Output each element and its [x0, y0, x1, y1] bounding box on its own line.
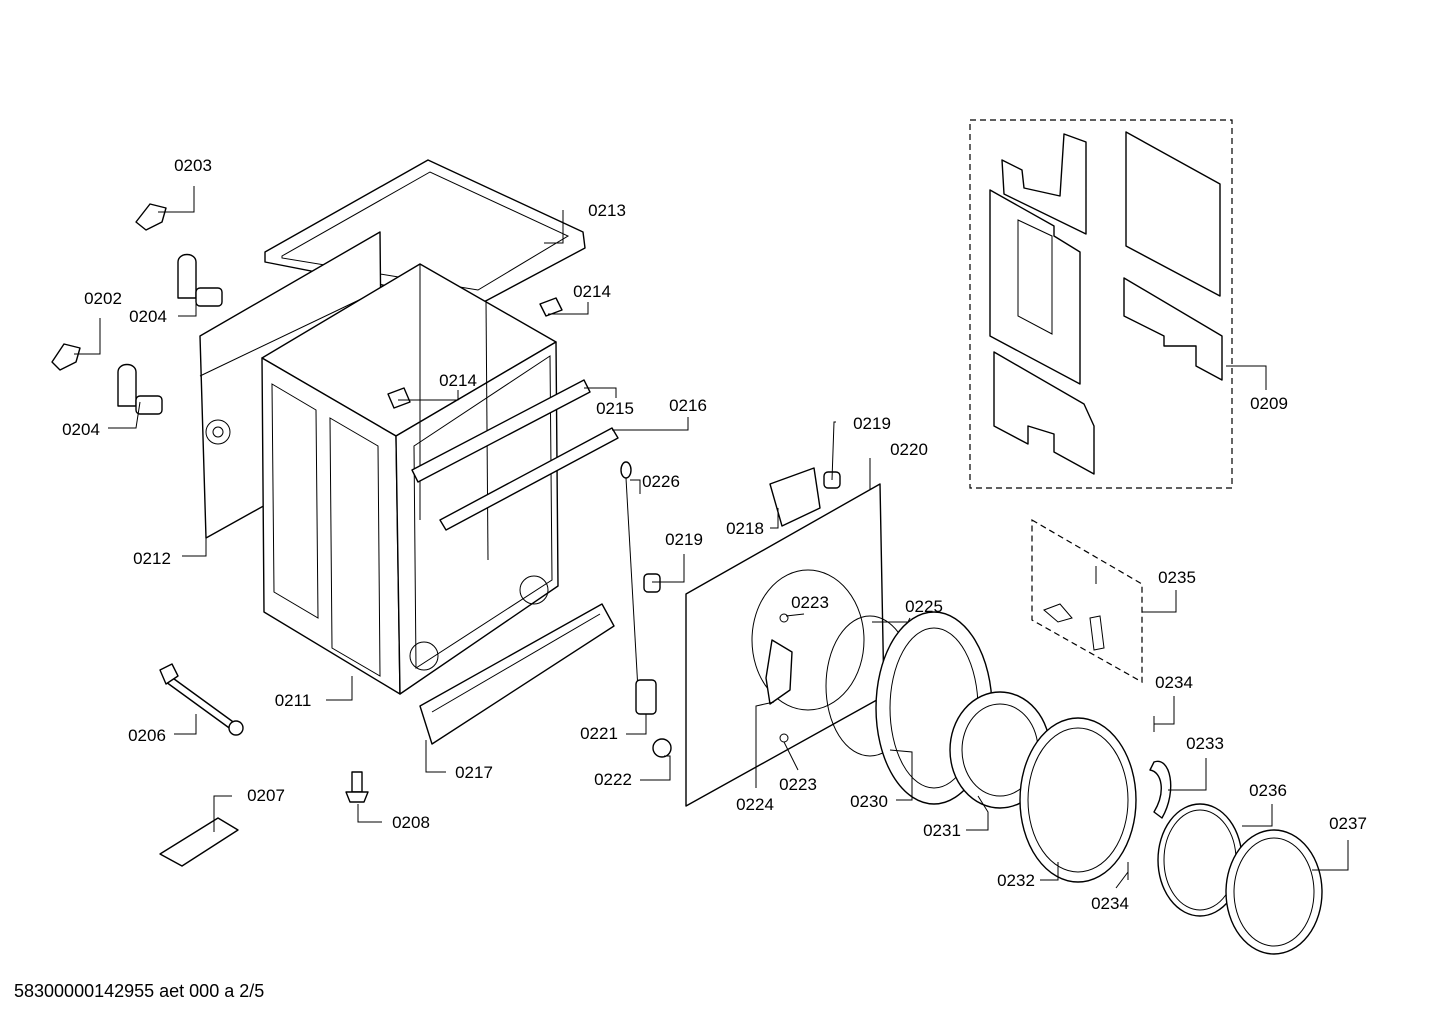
callout-0207: 0207: [247, 786, 285, 805]
part-0208-bolt[interactable]: [345, 771, 369, 803]
part-0222-cap[interactable]: [652, 738, 672, 758]
callout-0231: 0231: [923, 821, 961, 840]
callout-0223: 0223: [779, 775, 817, 794]
part-0221-hinge[interactable]: [635, 679, 657, 715]
part-0216-rail[interactable]: [439, 427, 619, 531]
callout-0232: 0232: [997, 871, 1035, 890]
part-0206-wrench[interactable]: [159, 663, 244, 736]
part-0220-front-panel[interactable]: [685, 483, 885, 807]
part-0214-bracket-inner[interactable]: [387, 387, 411, 409]
part-0217-kick-panel[interactable]: [419, 603, 615, 745]
callout-0219: 0219: [665, 530, 703, 549]
callout-0213: 0213: [588, 201, 626, 220]
callout-0233: 0233: [1186, 734, 1224, 753]
part-0226-rod[interactable]: [620, 461, 639, 691]
callout-0211: 0211: [274, 691, 312, 710]
part-0203-clip[interactable]: [135, 203, 167, 231]
part-0237-ring[interactable]: [1225, 829, 1323, 955]
callout-0202: 0202: [84, 289, 122, 308]
part-0219-latch-lower[interactable]: [643, 573, 661, 593]
part-0233-handle[interactable]: [1149, 760, 1172, 819]
callout-0214: 0214: [439, 371, 477, 390]
drawing-reference: 58300000142955 aet 000 a 2/5: [14, 981, 265, 1001]
callout-0234: 0234: [1155, 673, 1193, 692]
callout-0203: 0203: [174, 156, 212, 175]
callout-0218: 0218: [726, 519, 764, 538]
callout-0212: 0212: [133, 549, 171, 568]
callout-0204: 0204: [129, 307, 167, 326]
callout-0221: 0221: [580, 724, 618, 743]
part-0224-door-lock[interactable]: [765, 639, 793, 705]
callout-0209: 0209: [1250, 394, 1288, 413]
callout-0208: 0208: [392, 813, 430, 832]
callout-0230: 0230: [850, 792, 888, 811]
callout-0219: 0219: [853, 414, 891, 433]
callout-0236: 0236: [1249, 781, 1287, 800]
callout-0222: 0222: [594, 770, 632, 789]
part-0209-insulation-set[interactable]: [969, 119, 1233, 489]
callout-0223: 0223: [791, 593, 829, 612]
callout-0214: 0214: [573, 282, 611, 301]
callout-0220: 0220: [890, 440, 928, 459]
callout-0217: 0217: [455, 763, 493, 782]
callout-0216: 0216: [669, 396, 707, 415]
part-0202-clip[interactable]: [51, 343, 81, 371]
callout-0204: 0204: [62, 420, 100, 439]
part-0215-rail[interactable]: [411, 379, 591, 483]
callout-0226: 0226: [642, 472, 680, 491]
part-0207-plate[interactable]: [159, 817, 239, 867]
part-0232-outer-frame[interactable]: [1019, 717, 1137, 883]
callout-0206: 0206: [128, 726, 166, 745]
leader-lines: [74, 186, 1349, 889]
callout-0225: 0225: [905, 597, 943, 616]
part-0204-valve-lower[interactable]: [117, 363, 163, 415]
part-0235-small-parts-set[interactable]: [1031, 518, 1143, 684]
part-0204-valve-upper[interactable]: [177, 253, 223, 307]
callout-0224: 0224: [736, 795, 774, 814]
callout-0235: 0235: [1158, 568, 1196, 587]
callout-0234: 0234: [1091, 894, 1129, 913]
callout-0237: 0237: [1329, 814, 1367, 833]
callout-0215: 0215: [596, 399, 634, 418]
part-0214-bracket-top[interactable]: [539, 297, 563, 317]
